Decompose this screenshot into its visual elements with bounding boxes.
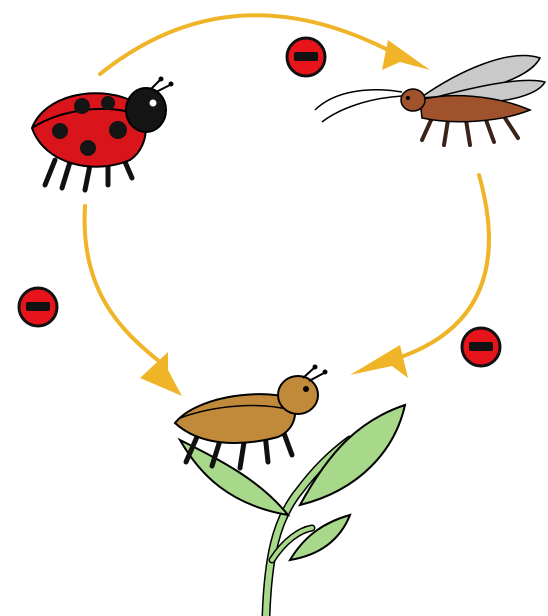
arrow-ladybug-to-beetle [85, 206, 182, 396]
winged-cricket-icon [315, 56, 545, 145]
arrow-ladybug-to-cricket [100, 15, 430, 74]
ladybug-icon [32, 77, 174, 191]
negative-effect-icon [462, 328, 500, 366]
negative-effect-icon [19, 288, 57, 326]
negative-effect-icon [287, 38, 325, 76]
